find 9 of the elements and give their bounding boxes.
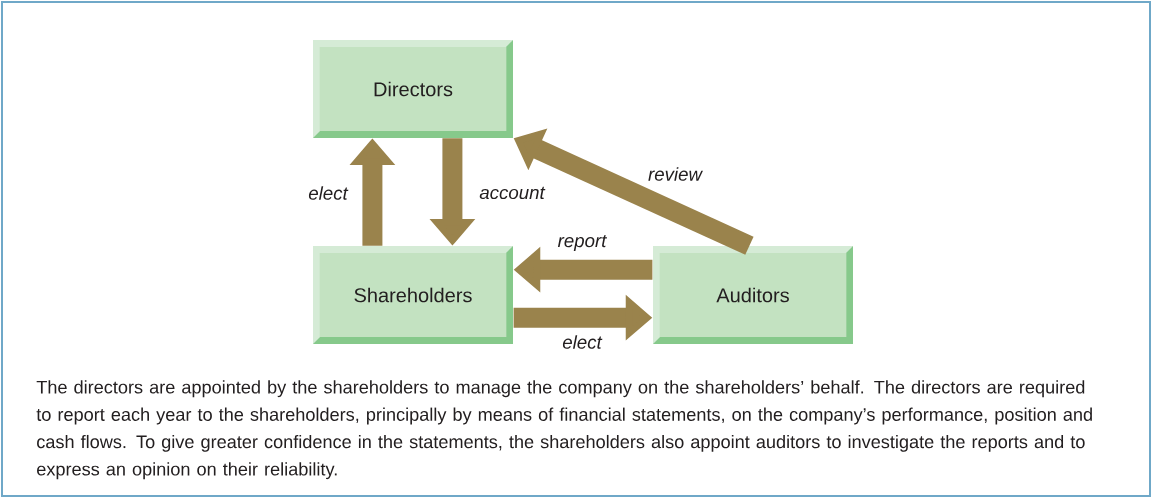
edge-label: account xyxy=(479,186,546,200)
edge-label: review xyxy=(648,167,703,181)
edge-label: elect xyxy=(562,335,603,349)
edge-label: report xyxy=(557,235,608,251)
edge-label: elect xyxy=(308,186,349,200)
process-box: Shareholders xyxy=(313,246,513,344)
process-box: Auditors xyxy=(653,246,853,344)
process-box: Directors xyxy=(313,40,513,138)
caption: The directors are appointed by the shareholders to manage the company on the shareholders’ behalf. The directors are required to report each year to the shareholders, principally by means of financial statements, on the company’s performance, position and cash flows. To give greater confidence in the statements, the shareholders also appoint auditors to investigate the reports and to express an opinion on their reliability. xyxy=(36,380,1092,480)
